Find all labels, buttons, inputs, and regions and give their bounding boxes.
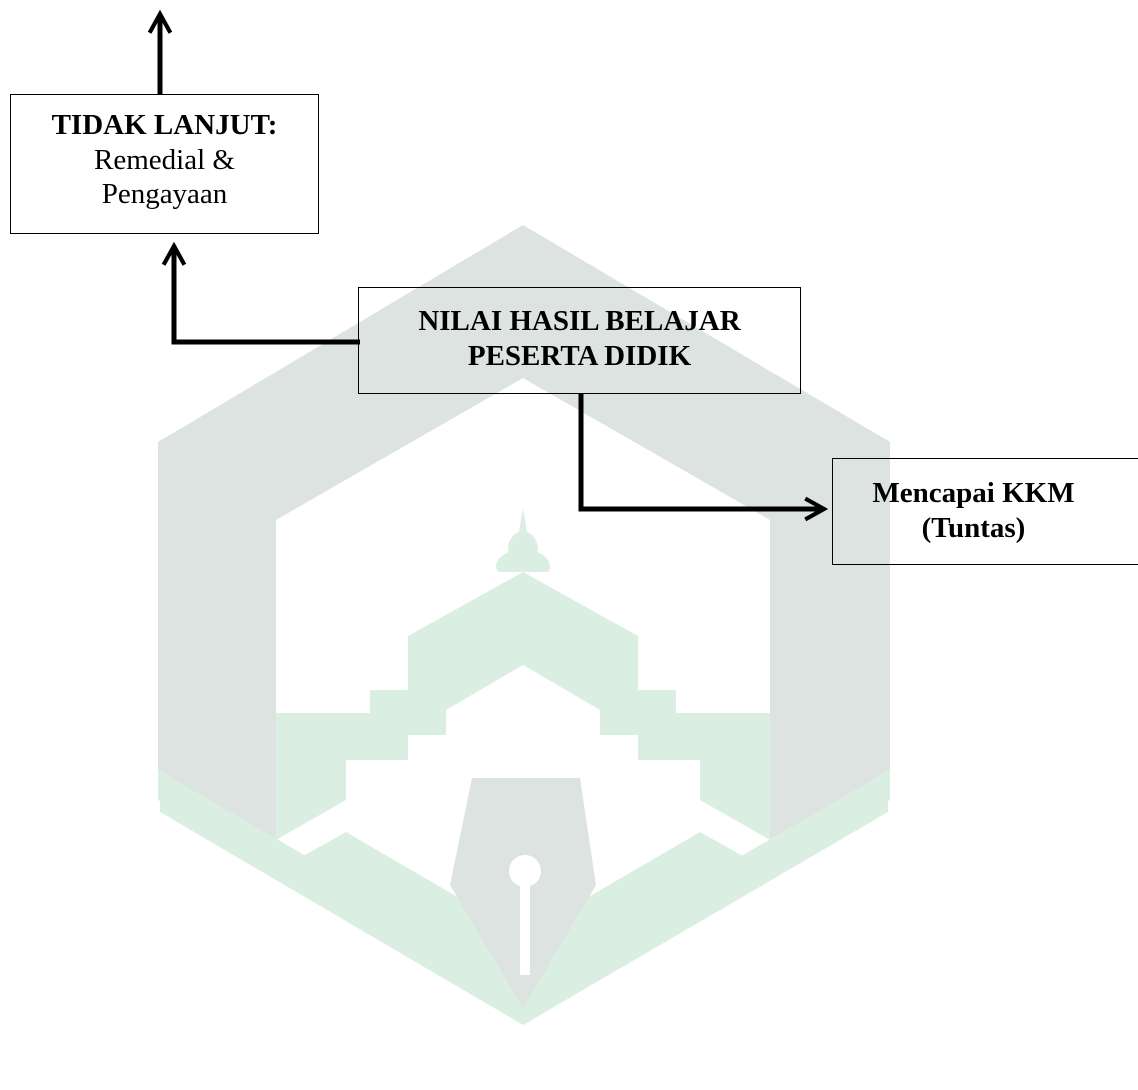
pen-nib-slit: [520, 880, 530, 975]
hexagon-band: [158, 225, 890, 840]
chevron-inner: [296, 832, 750, 990]
dome-finial: [496, 508, 550, 572]
nilai-hasil-line1: NILAI HASIL BELAJAR: [418, 304, 741, 337]
box-nilai-hasil-belajar: NILAI HASIL BELAJAR PESERTA DIDIK: [358, 287, 801, 394]
tindak-lanjut-line1: Remedial &: [94, 143, 235, 176]
kkm-line2: (Tuntas): [921, 511, 1026, 544]
pen-nib-hole: [509, 855, 541, 887]
arrow-nilai-to-kkm: [578, 394, 824, 509]
nilai-hasil-line2: PESERTA DIDIK: [467, 339, 692, 372]
tindak-lanjut-line2: Pengayaan: [101, 178, 228, 211]
stepped-roof: [276, 572, 770, 840]
kkm-line1: Mencapai KKM: [872, 476, 1075, 509]
tindak-lanjut-title: TIDAK LANJUT:: [51, 108, 278, 141]
arrow-nilai-to-tindak: [174, 246, 360, 345]
kkm-text-block: Mencapai KKM (Tuntas): [833, 476, 1114, 546]
box-tindak-lanjut: TIDAK LANJUT: Remedial & Pengayaan: [10, 94, 319, 234]
box-mencapai-kkm: Mencapai KKM (Tuntas): [832, 458, 1138, 565]
